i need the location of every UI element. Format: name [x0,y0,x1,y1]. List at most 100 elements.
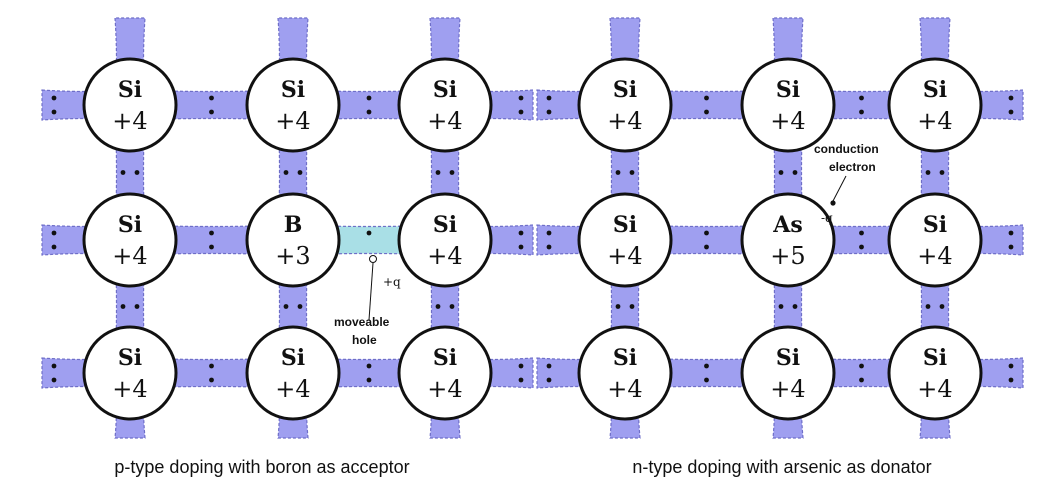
atom-symbol: Si [433,345,457,371]
n_type-bond-row1-col0-electron-1 [704,230,709,236]
p_type-bond-col2-row1-electron-1 [435,304,441,309]
n_type-bond-row0-left-electron-1 [546,95,552,101]
atom-circle [82,325,178,421]
p_type-bond-col0-row0-electron-2 [134,170,140,175]
atom-symbol: Si [923,345,947,371]
hole-label-line-2: hole [352,333,377,347]
atom-circle [740,57,836,153]
p_type-bond-row1-right-electron-1 [518,230,524,236]
hole-charge-label: +q [383,275,401,289]
p_type-hole-bond-electron [366,230,372,236]
n_type-bond-row1-left-electron-1 [546,230,552,236]
atom-charge: +4 [275,107,310,135]
p_type-bond-row0-left-electron-2 [51,109,57,115]
atom-charge: +4 [112,107,147,135]
p_type-bond-row1-left-electron-2 [51,244,57,250]
atom-circle [397,325,493,421]
p_type-bond-col0-row1-electron-2 [134,304,140,309]
p_type-bond-row2-col1-electron-1 [366,363,372,369]
n_type-bond-row2-col1-electron-1 [859,363,864,369]
p_type-bond-row1-left-electron-1 [51,230,57,236]
atom-charge: +4 [917,242,952,270]
annotation-layer: +q moveable hole conduction electron -q … [114,142,931,477]
p_type-bond-row0-col0-electron-2 [209,109,214,115]
p_type-bond-row2-right-electron-2 [518,377,524,383]
n_type-bond-row2-left-electron-2 [546,377,552,383]
n_type-atom-0-0: Si +4 [577,57,673,153]
hole-label-line-1: moveable [334,315,390,329]
p_type-atom-1-1: B+3 [245,192,341,288]
n_type-atom-2-1: Si+4 [740,325,836,421]
n_type-bond-col2-row0-electron-2 [939,170,945,175]
atom-symbol: As [772,212,802,238]
atom-symbol: Si [281,345,305,371]
atom-charge: +4 [917,375,952,403]
atom-circle [245,325,341,421]
atom-symbol: Si [923,77,947,103]
n_type-bond-col2-row1-electron-2 [939,304,945,309]
p_type-bond-col0-row1-electron-1 [120,304,126,309]
n_type-bond-row2-right-electron-1 [1008,363,1014,369]
atom-charge: +4 [275,375,310,403]
p_type-bond-row1-right-electron-2 [518,244,524,250]
p_type-bond-row0-left-electron-1 [51,95,57,101]
p_type-bond-row2-col1-electron-2 [366,377,372,383]
atom-circle [82,192,178,288]
atom-symbol: Si [776,77,800,103]
atom-charge: +4 [607,107,642,135]
atom-circle [887,325,983,421]
atom-circle [577,57,673,153]
n_type-bond-col0-row1-electron-2 [629,304,635,309]
p_type-bond-col1-row0-electron-2 [297,170,303,175]
n_type-bond-row2-left-electron-1 [546,363,552,369]
n_type-atom-0-2: Si +4 [887,57,983,153]
atom-circle [397,57,493,153]
atom-symbol: Si [281,77,305,103]
p_type-bond-row2-col0-electron-1 [209,363,214,369]
n_type-atom-1-0: Si+4 [577,192,673,288]
p_type-bond-row0-col1-electron-2 [366,109,372,115]
n_type-atom-1-2: Si +4 [887,192,983,288]
p_type-bond-row2-right-electron-1 [518,363,524,369]
n_type-atom-1-1: As+5 [740,192,836,288]
p_type-atom-0-1: Si +4 [245,57,341,153]
atom-charge: +4 [112,242,147,270]
p_type-bond-col2-row0-electron-2 [449,170,455,175]
p_type-bond-row0-col1-electron-1 [366,95,372,101]
atom-charge: +4 [427,242,462,270]
p_type-bond-col1-row1-electron-2 [297,304,303,309]
atom-charge: +3 [275,242,310,270]
n_type-bond-row0-left-electron-2 [546,109,552,115]
atom-circle [245,192,341,288]
p_type-atom-0-0: Si +4 [82,57,178,153]
atom-charge: +4 [427,107,462,135]
p_type-bond-row1-col0-electron-1 [209,230,214,236]
n_type-bond-col1-row1-electron-1 [778,304,784,309]
p_type-bond-col1-row0-electron-1 [283,170,289,175]
p_type-bond-row2-col0-electron-2 [209,377,214,383]
n_type-bond-col2-row0-electron-1 [925,170,931,175]
atom-charge: +4 [112,375,147,403]
atom-circle [577,192,673,288]
p_type-bond-row0-right-electron-2 [518,109,524,115]
p_type-bond-row0-right-electron-1 [518,95,524,101]
n_type-atom-0-1: Si+4 [740,57,836,153]
atom-circle [740,325,836,421]
electron-label-line-1: conduction [814,142,879,156]
atom-symbol: Si [118,77,142,103]
atom-symbol: Si [776,345,800,371]
n_type-bond-row0-col0-electron-1 [704,95,709,101]
n_type-bond-row0-right-electron-1 [1008,95,1014,101]
atom-charge: +4 [917,107,952,135]
atom-charge: +4 [607,375,642,403]
atom-symbol: Si [613,77,637,103]
atom-layer: Si+4Si+4Si+4Si+4B+3Si+4Si+4Si+4Si+4Si+4S… [82,57,983,421]
p_type-bond-row2-left-electron-2 [51,377,57,383]
n_type-bond-col2-row1-electron-1 [925,304,931,309]
p_type-bond-row2-left-electron-1 [51,363,57,369]
atom-symbol: Si [923,212,947,238]
atom-symbol: Si [118,345,142,371]
n_type-bond-row1-col0-electron-2 [704,244,709,250]
n_type-bond-col1-row0-electron-1 [778,170,784,175]
